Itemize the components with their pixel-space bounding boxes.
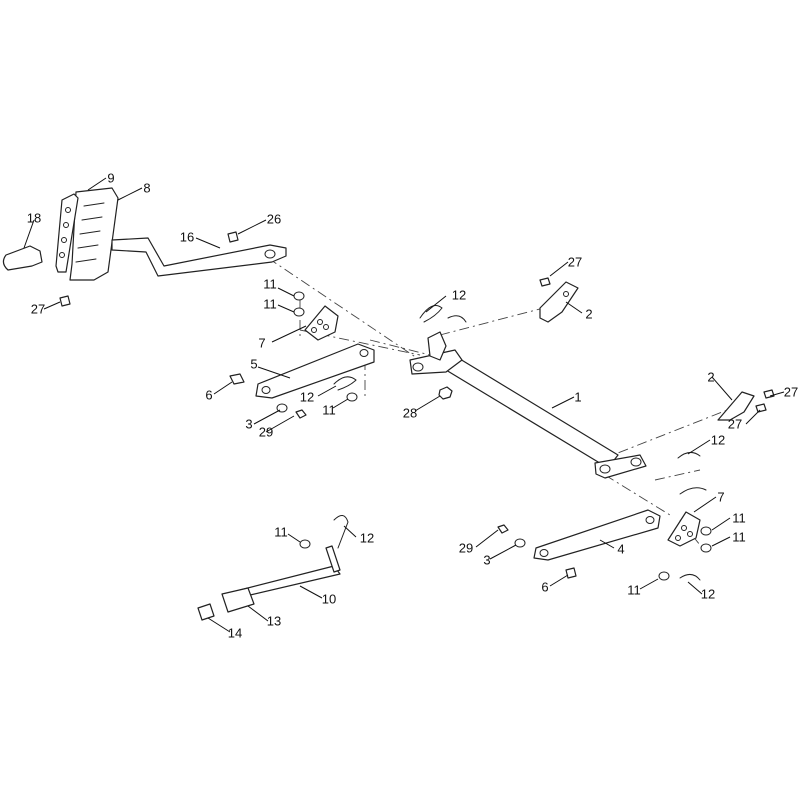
callout-12: 12 xyxy=(452,288,466,303)
callout-2: 2 xyxy=(585,307,592,322)
callout-18: 18 xyxy=(27,211,41,226)
callout-11: 11 xyxy=(732,530,746,545)
callout-10: 10 xyxy=(322,592,336,607)
callout-29: 29 xyxy=(459,541,473,556)
callout-6: 6 xyxy=(205,388,212,403)
callout-28: 28 xyxy=(403,406,417,421)
callout-1: 1 xyxy=(574,390,581,405)
callout-12: 12 xyxy=(360,531,374,546)
left-link-assembly xyxy=(229,291,467,419)
callout-12: 12 xyxy=(701,587,715,602)
callout-29: 29 xyxy=(259,425,273,440)
rod-assembly xyxy=(197,515,349,621)
callout-4: 4 xyxy=(617,542,624,557)
callout-3: 3 xyxy=(245,417,252,432)
callout-12: 12 xyxy=(300,390,314,405)
callout-14: 14 xyxy=(228,626,242,641)
callout-11: 11 xyxy=(263,297,277,312)
callout-2: 2 xyxy=(707,370,714,385)
callout-26: 26 xyxy=(267,212,281,227)
callout-27: 27 xyxy=(784,385,798,400)
callout-13: 13 xyxy=(267,614,281,629)
callout-11: 11 xyxy=(627,583,641,598)
hex-nut xyxy=(438,386,453,400)
callout-labels: 1 2 2 3 3 4 5 6 6 7 7 8 9 10 11 11 11 11… xyxy=(27,171,798,641)
callout-7: 7 xyxy=(717,490,724,505)
callout-27: 27 xyxy=(31,302,45,317)
callout-9: 9 xyxy=(107,171,114,186)
callout-5: 5 xyxy=(250,357,257,372)
callout-7: 7 xyxy=(258,336,265,351)
pedal-assembly xyxy=(2,187,287,307)
leader-lines xyxy=(23,177,785,633)
callout-8: 8 xyxy=(143,181,150,196)
callout-3: 3 xyxy=(483,553,490,568)
callout-11: 11 xyxy=(732,511,746,526)
callout-12: 12 xyxy=(711,433,725,448)
callout-16: 16 xyxy=(180,230,194,245)
cross-shaft xyxy=(409,331,647,479)
callout-27: 27 xyxy=(728,417,742,432)
callout-11: 11 xyxy=(322,403,336,418)
right-link-assembly xyxy=(497,277,775,581)
callout-11: 11 xyxy=(274,525,288,540)
callout-6: 6 xyxy=(541,580,548,595)
callout-27: 27 xyxy=(568,255,582,270)
callout-11: 11 xyxy=(263,277,277,292)
